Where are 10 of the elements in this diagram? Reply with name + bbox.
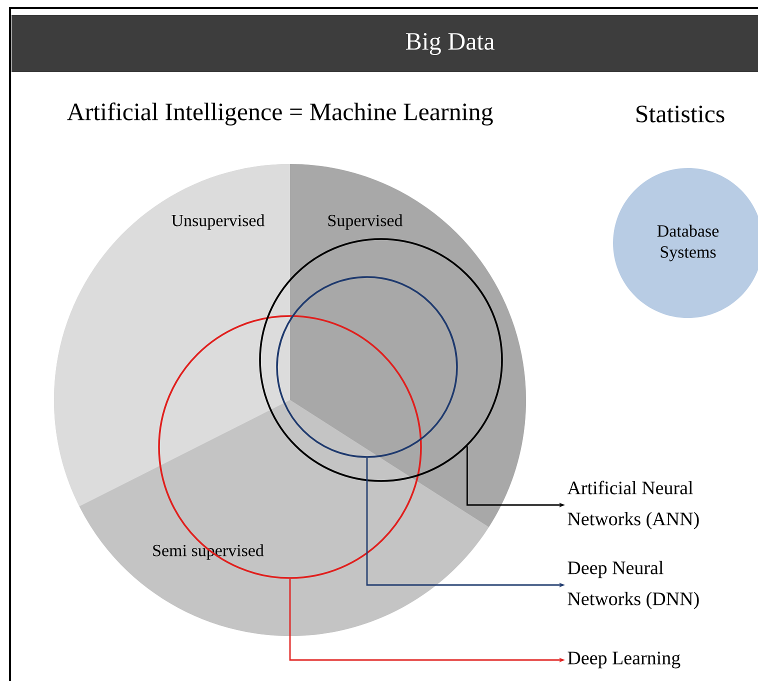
circle-outline <box>259 238 503 482</box>
callout-text: Deep Neural Networks (DNN) <box>568 560 699 610</box>
callout-text: Artificial Neural Networks (ANN) <box>567 480 699 530</box>
node-label: Artificial Intelligence = Machine Learning <box>67 102 493 126</box>
node-label: Unsupervised <box>172 214 265 230</box>
heading: Statistics <box>636 106 724 122</box>
callout-text: Deep Learning <box>568 652 680 668</box>
pie-sector: Supervised <box>290 164 526 528</box>
pie-sector: Unsupervised <box>54 164 290 506</box>
circle-outline <box>276 276 458 458</box>
